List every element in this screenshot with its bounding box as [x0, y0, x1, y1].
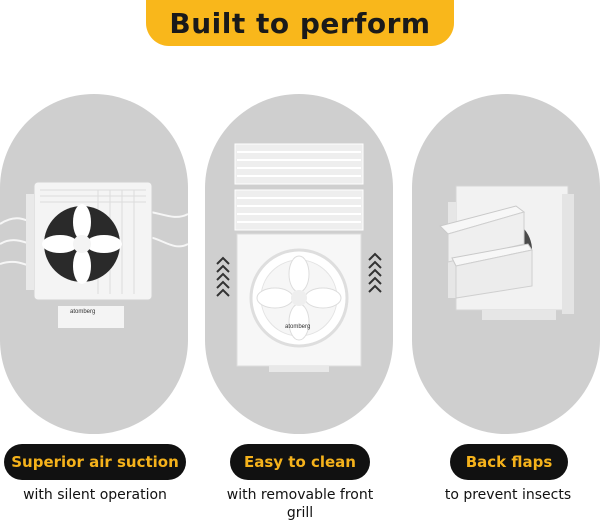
feature-caption-suction: with silent operation — [23, 487, 167, 503]
chevron-up-left-icon — [216, 256, 230, 297]
page-title: Built to perform — [169, 6, 431, 40]
brand-logo-2: atomberg — [285, 324, 310, 330]
feature-caption-flaps: to prevent insects — [444, 487, 572, 503]
feature-label-flaps: Back flaps — [450, 444, 568, 480]
chevron-up-right-icon — [368, 252, 382, 293]
heading-banner: Built to perform — [146, 0, 454, 46]
feature-card-suction: atomberg — [0, 94, 188, 434]
feature-card-flaps — [412, 94, 600, 434]
feature-card-clean: atomberg — [205, 94, 393, 434]
feature-label-suction: Superior air suction — [4, 444, 186, 480]
fan-clean-illustration: atomberg — [216, 143, 382, 372]
fan-suction-illustration: atomberg — [0, 181, 188, 328]
feature-caption-clean: with removable front grill — [226, 487, 374, 521]
fan-flaps-illustration — [439, 185, 574, 320]
brand-logo: atomberg — [70, 309, 95, 315]
feature-label-clean: Easy to clean — [230, 444, 370, 480]
